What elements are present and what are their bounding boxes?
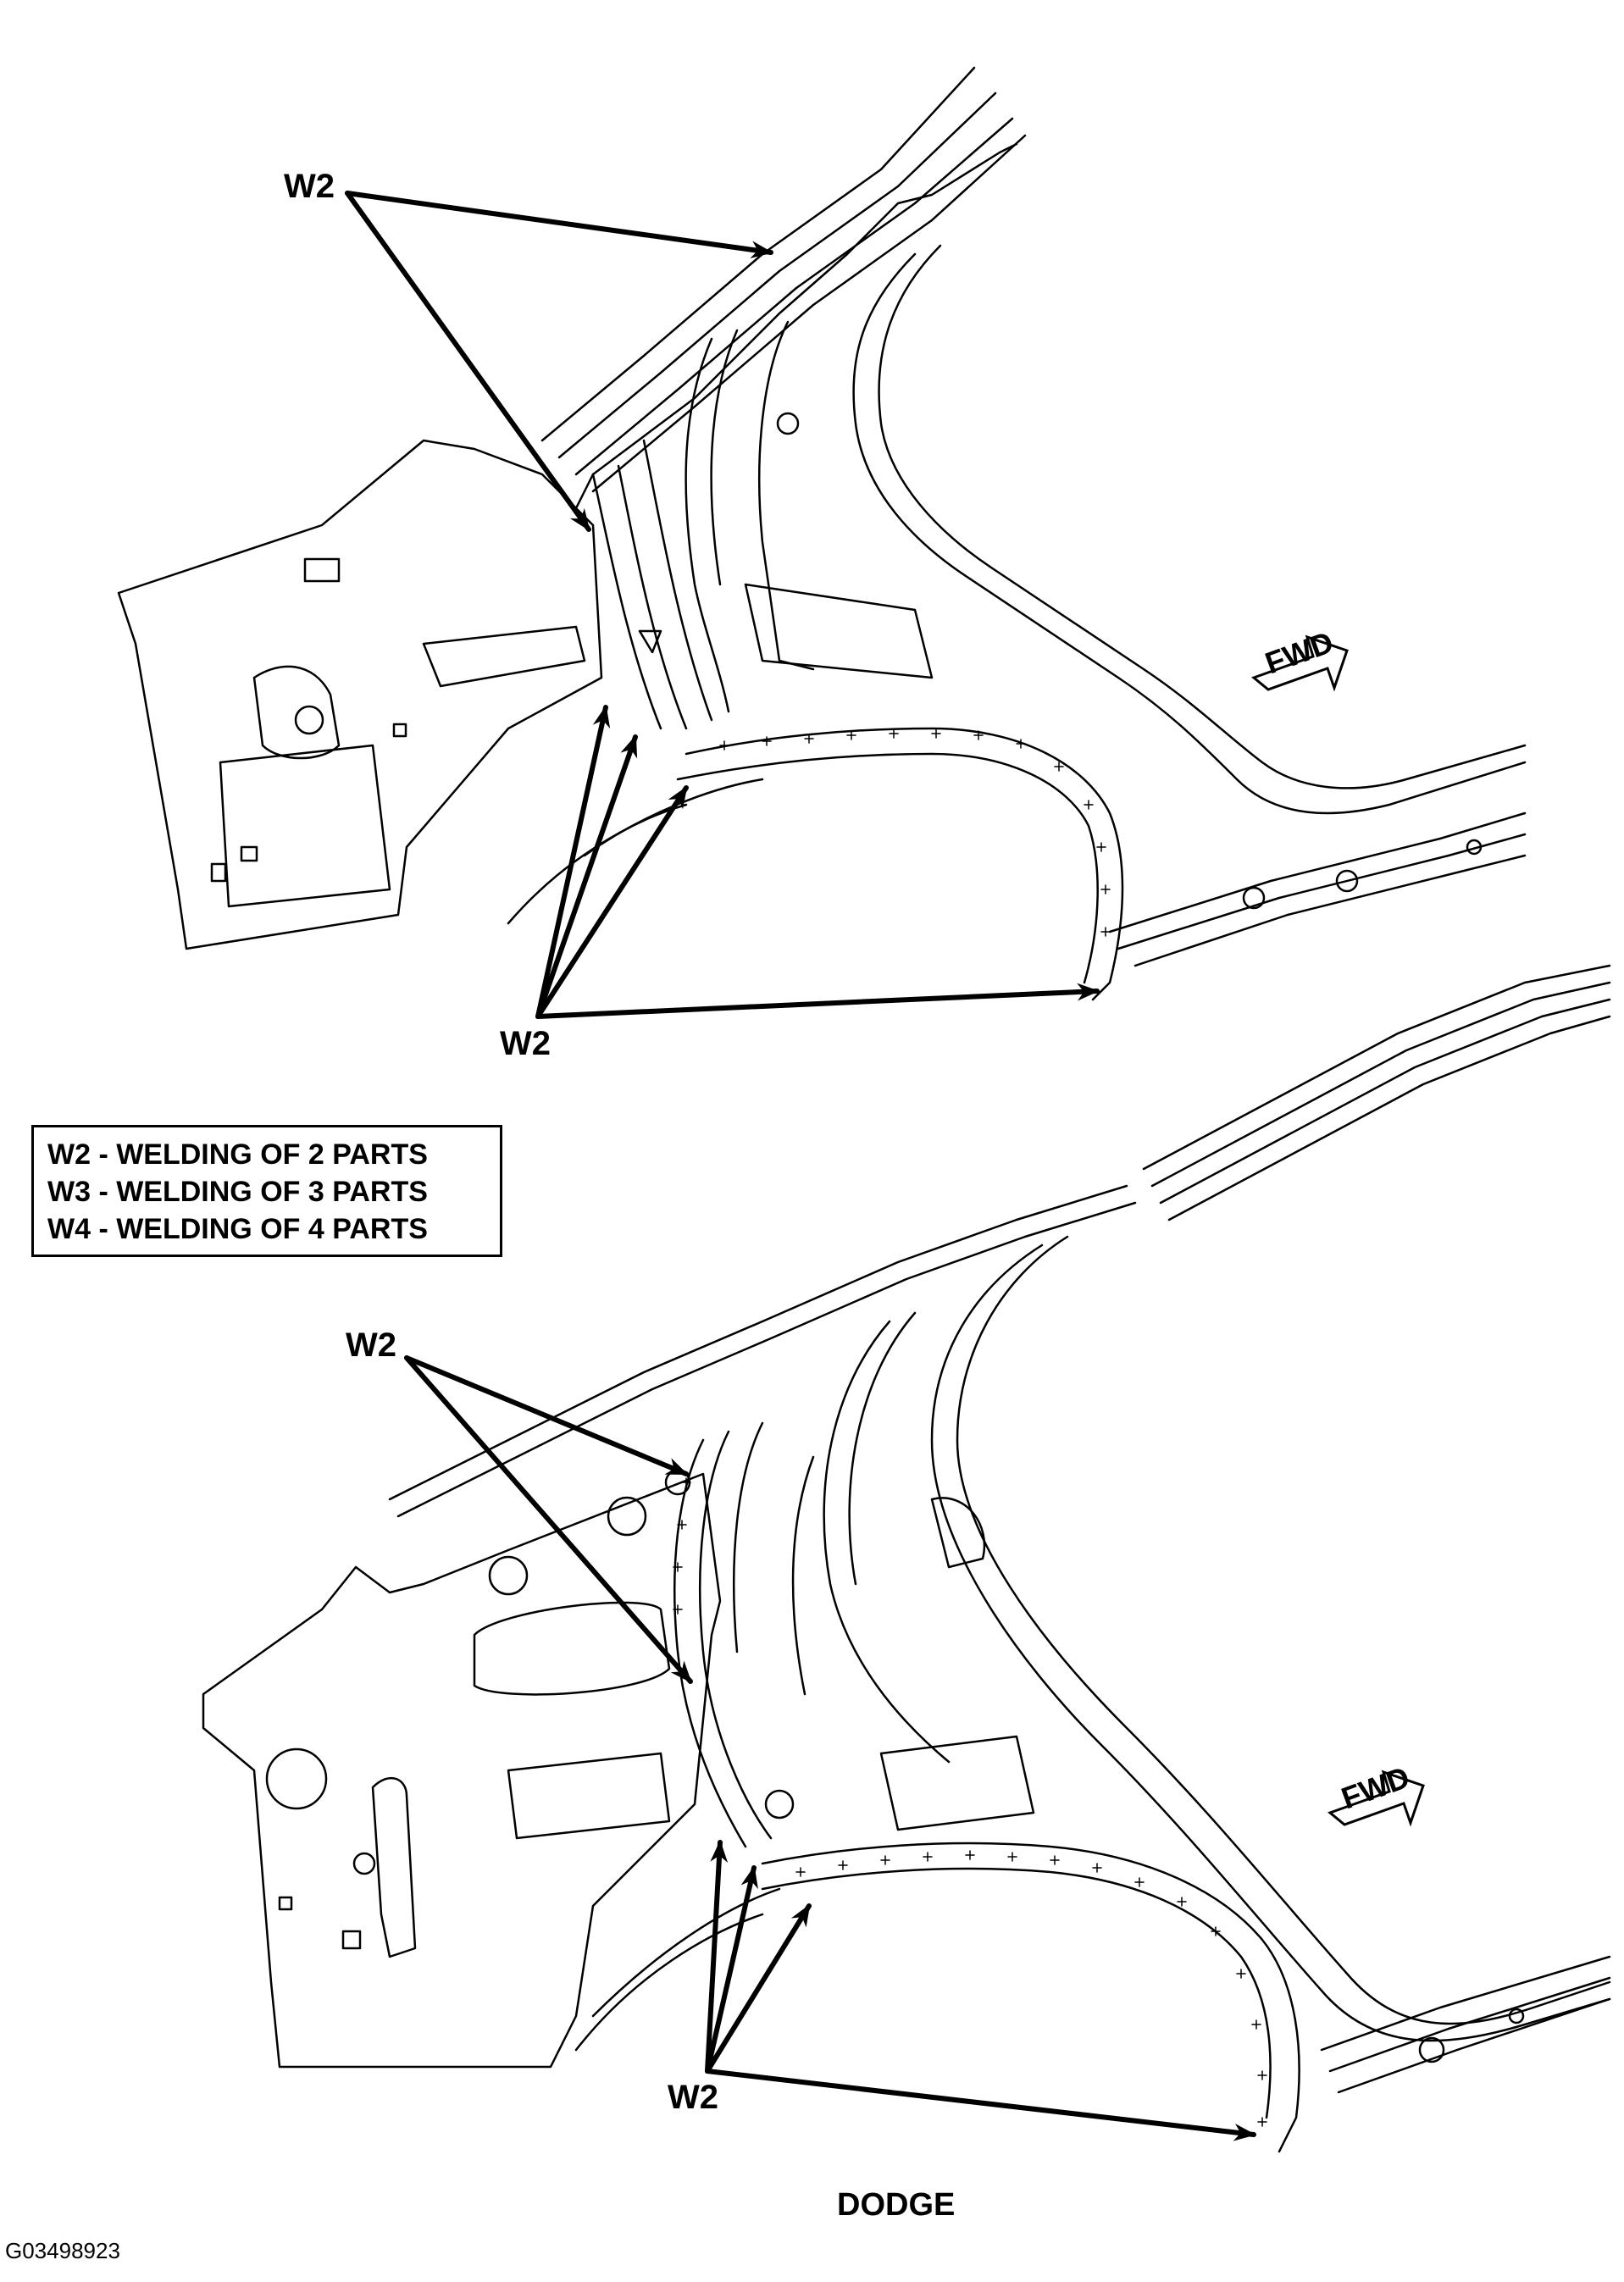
top-w2-arrows (345, 191, 1100, 1019)
legend-box: W2 - WELDING OF 2 PARTS W3 - WELDING OF … (31, 1125, 502, 1257)
bottom-w2-arrows (404, 1355, 1256, 2141)
bottom-quarter-panel (202, 964, 1611, 2153)
top-quarter-panel (117, 66, 1527, 1001)
legend-item-w3: W3 - WELDING OF 3 PARTS (47, 1176, 428, 1208)
legend-item-w4: W4 - WELDING OF 4 PARTS (47, 1213, 428, 1245)
diagram-caption: DODGE (837, 2187, 956, 2223)
figure-code: G03498923 (5, 2238, 120, 2263)
w2-label-bottom-lower: W2 (668, 2079, 718, 2116)
w2-label-top-upper: W2 (284, 168, 335, 205)
legend-item-w2: W2 - WELDING OF 2 PARTS (47, 1138, 428, 1171)
w2-label-bottom-upper: W2 (346, 1327, 396, 1364)
fwd-arrow-bottom (1327, 1770, 1425, 1827)
w2-label-top-lower: W2 (500, 1025, 551, 1062)
fwd-arrow-top (1251, 634, 1349, 692)
